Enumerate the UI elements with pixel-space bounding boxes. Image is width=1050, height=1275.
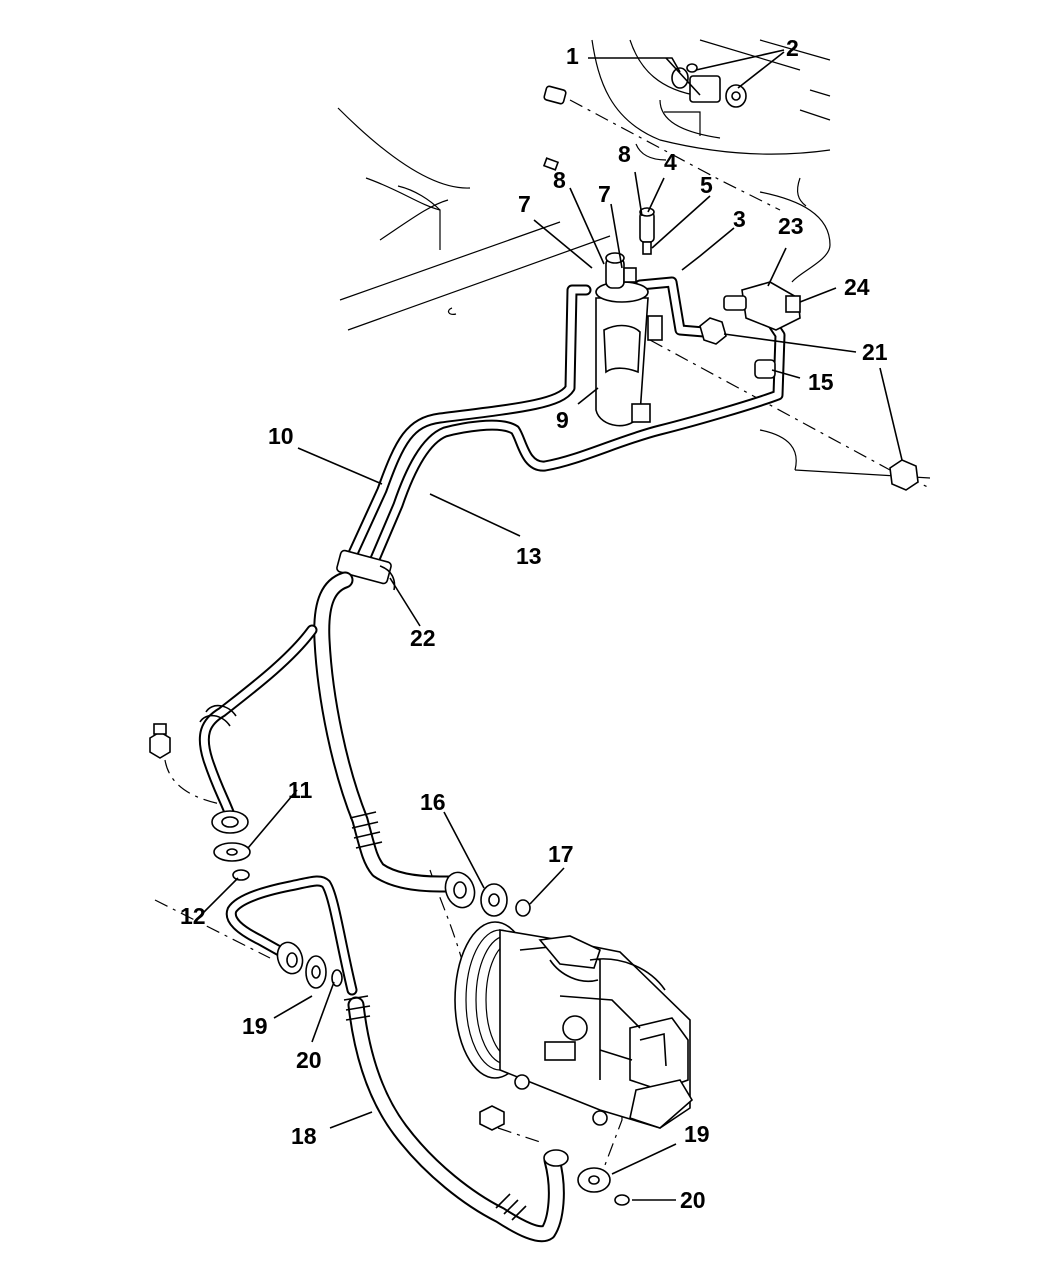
callout-7-left: 7	[518, 191, 531, 217]
callout-8-right: 8	[618, 141, 631, 167]
callout-20-left: 20	[296, 1047, 322, 1073]
callout-5: 5	[700, 172, 713, 198]
callout-17: 17	[548, 841, 574, 867]
callout-1: 1	[566, 43, 579, 69]
block-fitting	[699, 281, 919, 491]
callout-leaders	[197, 49, 903, 1201]
callout-2: 2	[786, 35, 799, 61]
callout-21: 21	[862, 339, 888, 365]
callout-4: 4	[664, 149, 677, 175]
callout-19-right: 19	[684, 1121, 710, 1147]
callout-23: 23	[778, 213, 804, 239]
callout-12: 12	[180, 903, 206, 929]
callout-22: 22	[410, 625, 436, 651]
top-fittings	[542, 63, 747, 171]
callout-13: 13	[516, 543, 542, 569]
callout-19-left: 19	[242, 1013, 268, 1039]
callout-3: 3	[733, 206, 746, 232]
callout-18: 18	[291, 1123, 317, 1149]
callout-24: 24	[844, 274, 870, 300]
vehicle-body-outline	[337, 39, 931, 479]
refrigerant-lines	[149, 276, 786, 1243]
callout-8-left: 8	[553, 167, 566, 193]
callout-9: 9	[556, 407, 569, 433]
callout-20-right: 20	[680, 1187, 706, 1213]
callout-10: 10	[268, 423, 294, 449]
receiver-drier	[595, 207, 663, 427]
callout-7-right: 7	[598, 181, 611, 207]
ac-compressor	[454, 921, 694, 1129]
callout-16: 16	[420, 789, 446, 815]
callout-15: 15	[808, 369, 834, 395]
callout-labels: 1 2 3 4 5 7 7 8 8 9 10 11 12 13 15 16 17…	[180, 35, 888, 1213]
callout-11: 11	[288, 777, 313, 803]
